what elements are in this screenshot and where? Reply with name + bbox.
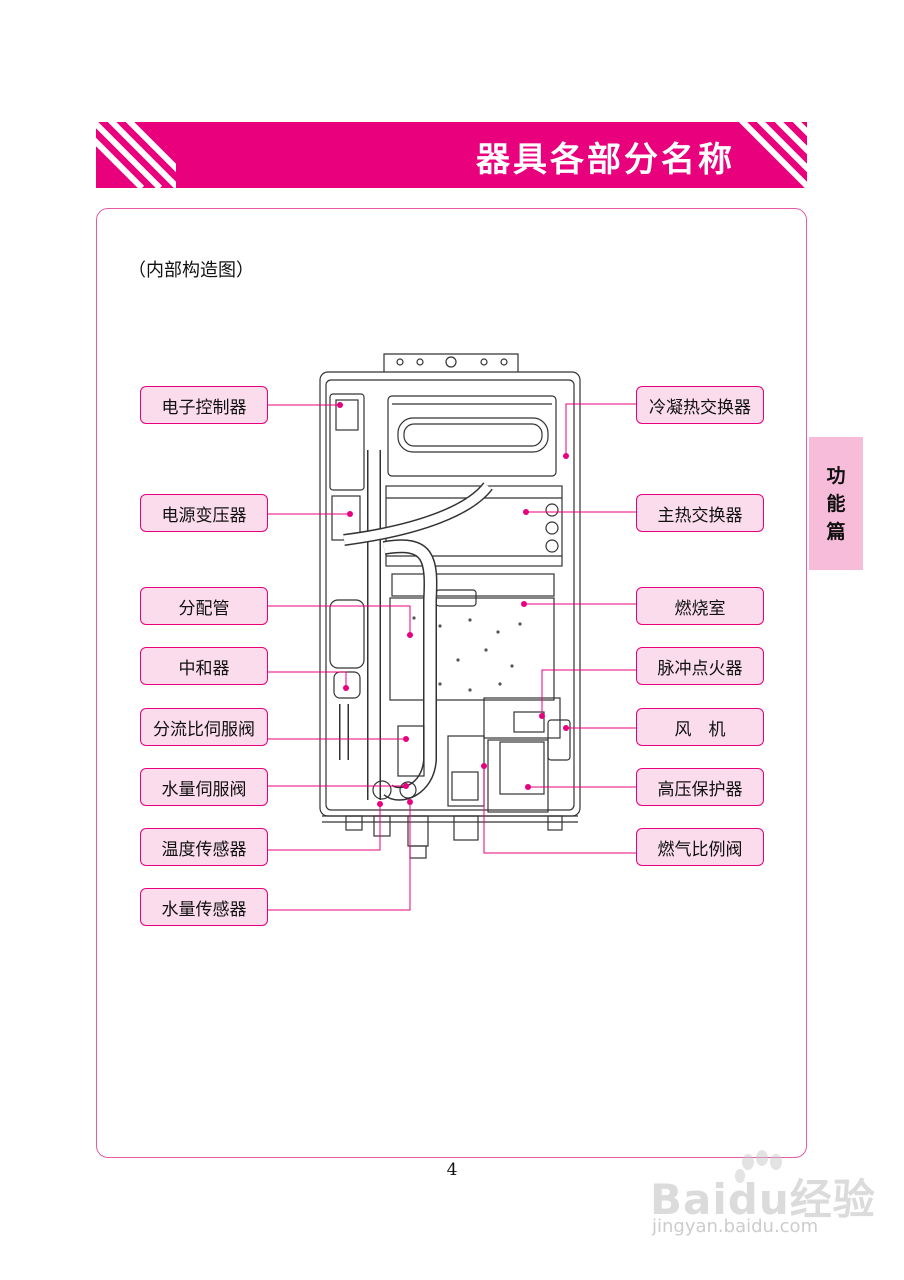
label-distribution-pipe: 分配管: [140, 587, 268, 625]
header-banner: 器具各部分名称: [96, 122, 807, 188]
stripe-decoration-left: [96, 122, 176, 188]
label-water-servo-valve: 水量伺服阀: [140, 768, 268, 806]
page-number: 4: [446, 1160, 458, 1180]
label-fan: 风 机: [636, 708, 764, 746]
label-temperature-sensor: 温度传感器: [140, 828, 268, 866]
chapter-tab-char: 功: [826, 464, 846, 487]
chapter-tab: 功 能 篇: [809, 437, 863, 570]
watermark-brand: Baidu经验: [650, 1175, 876, 1224]
label-combustion-chamber: 燃烧室: [636, 587, 764, 625]
paw-logo-icon: [735, 1150, 782, 1183]
chapter-tab-char: 能: [826, 492, 846, 515]
watermark-url: jingyan.baidu.com: [652, 1216, 819, 1237]
label-gas-proportional-valve: 燃气比例阀: [636, 828, 764, 866]
label-neutralizer: 中和器: [140, 647, 268, 685]
label-electronic-controller: 电子控制器: [140, 386, 268, 424]
label-high-voltage-protector: 高压保护器: [636, 768, 764, 806]
label-bypass-servo-valve: 分流比伺服阀: [140, 708, 268, 746]
chapter-tab-char: 篇: [826, 520, 846, 543]
page-title: 器具各部分名称: [476, 140, 735, 180]
label-water-flow-sensor: 水量传感器: [140, 888, 268, 926]
label-power-transformer: 电源变压器: [140, 494, 268, 532]
section-subtitle: （内部构造图）: [128, 260, 254, 281]
label-main-heat-exchanger: 主热交换器: [636, 494, 764, 532]
label-pulse-igniter: 脉冲点火器: [636, 647, 764, 685]
content-panel: [96, 208, 807, 1158]
label-condensing-heat-exchanger: 冷凝热交换器: [636, 386, 764, 424]
stripe-decoration-right: [738, 122, 807, 188]
